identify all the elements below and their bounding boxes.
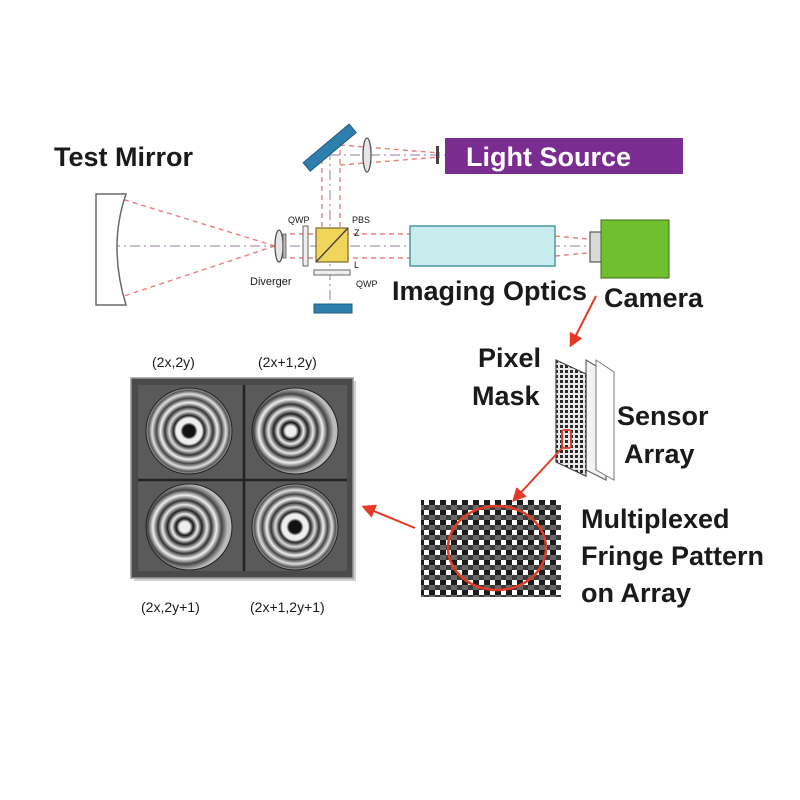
test-mirror-label: Test Mirror <box>54 142 194 172</box>
pbs-diagonal <box>315 227 349 263</box>
light-source-label: Light Source <box>466 142 631 172</box>
mask-label: Mask <box>472 381 541 411</box>
quadrant-bottom-left-rim <box>145 483 233 571</box>
fringe-pattern-array: Multiplexed Fringe Pattern on Array <box>421 500 764 608</box>
pixel-mask <box>555 359 587 477</box>
quadrant-top-right-rim <box>251 387 339 475</box>
interferogram-quadrants: (2x,2y) (2x+1,2y) (2x,2y+1) (2x+1,2y+1) <box>130 354 356 615</box>
qwp-bottom-label: QWP <box>356 279 378 289</box>
array-label: Array <box>624 439 695 469</box>
test-mirror <box>95 193 128 306</box>
reference-mirror <box>313 303 353 314</box>
mask-highlight <box>561 429 572 449</box>
quadrant-top-left-fringes <box>146 388 232 474</box>
quadrant-top-right-fringes <box>252 388 338 474</box>
fringe-pattern-label: Fringe Pattern <box>581 541 764 571</box>
qwp-bottom <box>313 269 351 276</box>
z-label: Z <box>354 228 360 238</box>
quadrant-bottom-left-fringes <box>146 484 232 570</box>
beam-lines <box>111 144 599 301</box>
quadrant-bottom-right-fringes <box>252 484 338 570</box>
quadrant-top-left-rim <box>145 387 233 475</box>
qwp-left <box>302 225 309 267</box>
sensor-assembly: Pixel Mask Sensor Array <box>472 343 709 481</box>
quadrant-label-bottom-right: (2x+1,2y+1) <box>250 599 325 615</box>
arrow-mask-to-pattern <box>512 446 564 503</box>
quadrant-label-top-left: (2x,2y) <box>152 354 195 370</box>
diverger-label: Diverger <box>250 276 292 288</box>
checker-pattern <box>421 500 561 597</box>
interferometer-schematic: Light Source Imaging Optics Camera QWP P… <box>54 123 704 314</box>
multiplexed-label: Multiplexed <box>581 504 730 534</box>
sensor-label: Sensor <box>617 401 709 431</box>
quadrant-label-bottom-left: (2x,2y+1) <box>141 599 200 615</box>
diverger-lens-2 <box>282 233 287 259</box>
light-source-box <box>445 138 683 174</box>
diverger-lens <box>274 229 284 263</box>
collimating-lens <box>362 137 372 173</box>
imaging-optics-box <box>409 225 556 267</box>
camera-lens-mount <box>589 231 603 263</box>
arrow-pattern-to-quadrants <box>361 504 416 529</box>
quadrant-label-top-right: (2x+1,2y) <box>258 354 317 370</box>
pbs-label: PBS <box>352 215 370 225</box>
flow-arrows <box>361 295 597 529</box>
camera-label: Camera <box>604 283 704 313</box>
pixel-label: Pixel <box>478 343 541 373</box>
aperture <box>436 146 439 164</box>
camera-body <box>600 219 670 279</box>
on-array-label: on Array <box>581 578 691 608</box>
qwp-top-label: QWP <box>288 215 310 225</box>
fold-mirror <box>302 123 357 172</box>
imaging-optics-label: Imaging Optics <box>392 276 587 306</box>
fringe-circle <box>446 504 548 592</box>
sensor-array-face <box>595 359 615 481</box>
arrow-camera-to-sensor <box>569 295 597 348</box>
quadrant-bottom-right-rim <box>251 483 339 571</box>
l-label: L <box>354 260 359 270</box>
